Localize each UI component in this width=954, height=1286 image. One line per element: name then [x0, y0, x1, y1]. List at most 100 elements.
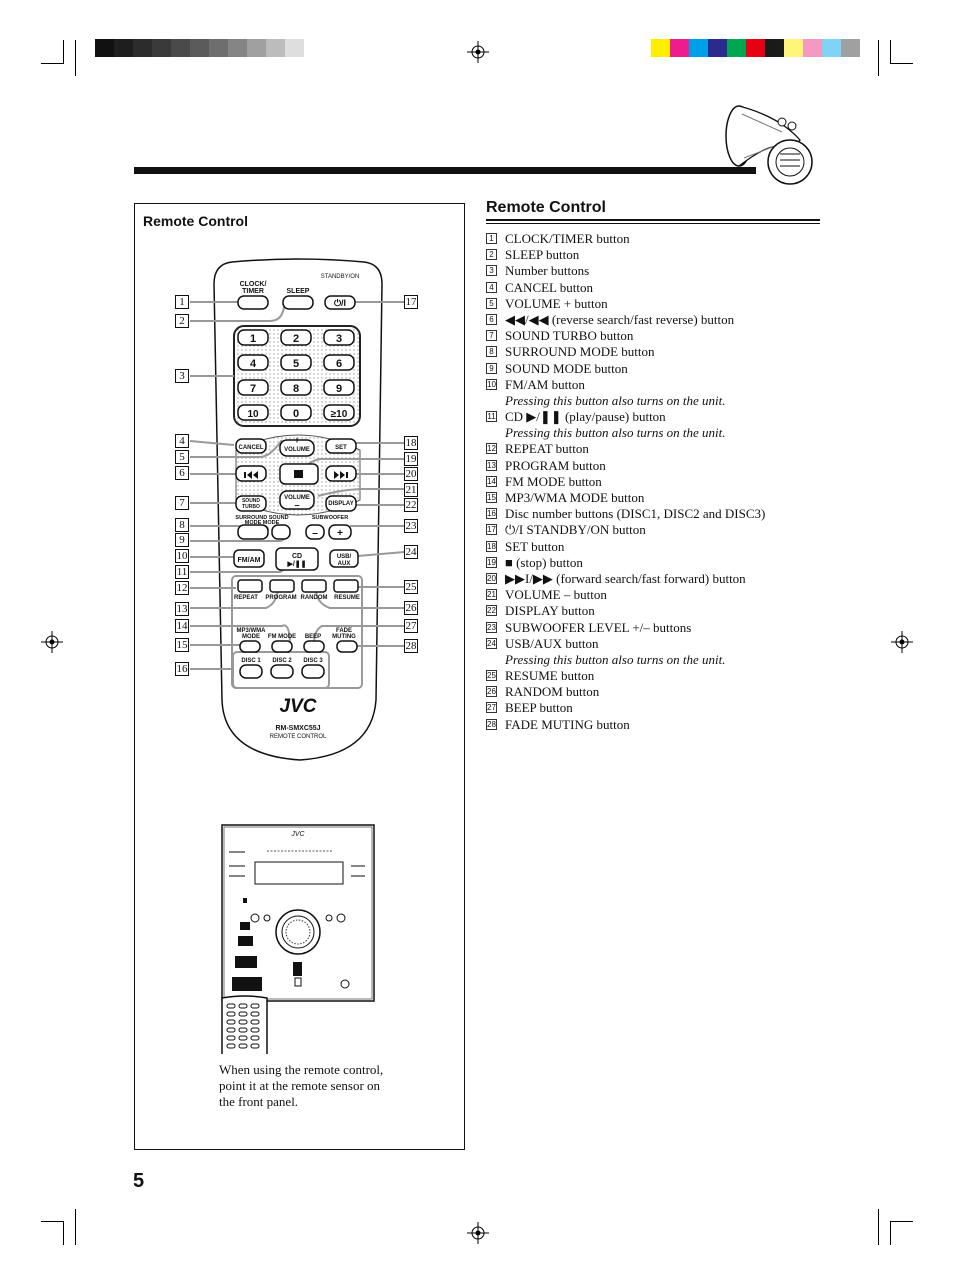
gray-swatch	[209, 39, 228, 57]
callout-number: 17	[404, 295, 418, 309]
section-title: Remote Control	[486, 199, 606, 216]
remote-usage-caption: When using the remote control, point it …	[219, 1062, 384, 1109]
item-text: SLEEP button	[505, 247, 580, 263]
item-text: CD ▶/❚❚ (play/pause) button	[505, 409, 666, 425]
item-number-badge: 10	[486, 378, 497, 390]
svg-text:–: –	[294, 500, 299, 510]
item-note: Pressing this button also turns on the u…	[505, 425, 726, 441]
svg-text:MODE: MODE	[242, 634, 260, 640]
crop-mark	[878, 1209, 879, 1245]
gray-swatch	[152, 39, 171, 57]
color-swatch	[841, 39, 860, 57]
header-rule	[134, 167, 756, 174]
color-swatch	[689, 39, 708, 57]
svg-text:7: 7	[250, 383, 256, 395]
svg-text:AUX: AUX	[338, 561, 351, 567]
gray-swatch	[114, 39, 133, 57]
gray-swatch	[285, 39, 304, 57]
list-item: 11 CD ▶/❚❚ (play/pause) button	[486, 409, 826, 425]
item-text: Number buttons	[505, 263, 590, 279]
item-number-badge: 12	[486, 443, 497, 455]
svg-text:9: 9	[336, 383, 342, 395]
callout-number: 14	[175, 619, 189, 633]
callout-number: 4	[175, 434, 189, 448]
item-number-badge: 16	[486, 508, 497, 520]
crop-mark	[890, 40, 891, 64]
callout-number: 16	[175, 662, 189, 676]
item-number-badge: 2	[486, 249, 497, 261]
color-swatch	[670, 39, 689, 57]
crop-mark	[891, 1221, 913, 1222]
color-calibration-bar	[651, 39, 860, 57]
item-text: SURROUND MODE button	[505, 344, 655, 360]
item-number-badge: 3	[486, 265, 497, 277]
svg-text:REMOTE CONTROL: REMOTE CONTROL	[270, 734, 327, 740]
svg-text:+: +	[337, 528, 343, 539]
svg-text:TURBO: TURBO	[242, 504, 260, 510]
registration-mark-icon	[41, 631, 63, 653]
list-item: 10 FM/AM button	[486, 377, 826, 393]
callout-number: 22	[404, 498, 418, 512]
item-text: ■ (stop) button	[505, 554, 583, 570]
svg-text:FM MODE: FM MODE	[268, 634, 296, 640]
item-text: FM MODE button	[505, 473, 602, 489]
gray-swatch	[228, 39, 247, 57]
svg-text:RESUME: RESUME	[334, 595, 360, 601]
callout-number: 11	[175, 565, 189, 579]
svg-text:≥10: ≥10	[331, 409, 348, 420]
callout-number: 19	[404, 452, 418, 466]
svg-text:JVC: JVC	[290, 831, 305, 838]
svg-text:8: 8	[293, 383, 299, 395]
svg-text:JVC: JVC	[280, 696, 317, 717]
item-number-badge: 5	[486, 297, 497, 309]
color-swatch	[784, 39, 803, 57]
svg-text:TIMER: TIMER	[242, 288, 264, 295]
item-text: FM/AM button	[505, 376, 585, 392]
item-text: VOLUME + button	[505, 295, 608, 311]
callout-number: 23	[404, 519, 418, 533]
registration-mark-icon	[467, 41, 489, 63]
item-text: SOUND TURBO button	[505, 328, 634, 344]
crop-mark	[75, 40, 76, 76]
crop-mark	[878, 40, 879, 76]
item-text: VOLUME – button	[505, 587, 607, 603]
color-swatch	[765, 39, 784, 57]
title-rule	[486, 223, 820, 224]
svg-text:+: +	[294, 435, 299, 445]
crop-mark	[41, 1221, 63, 1222]
svg-text:DISC 2: DISC 2	[272, 658, 292, 664]
item-text: USB/AUX button	[505, 635, 599, 651]
item-text: SOUND MODE button	[505, 360, 628, 376]
main-unit-illustration: JVC	[221, 824, 375, 1054]
item-number-badge: 11	[486, 411, 497, 423]
list-item: 20▶▶I/▶▶ (forward search/fast forward) b…	[486, 571, 826, 587]
svg-text:–: –	[312, 528, 318, 539]
crop-mark	[890, 1221, 891, 1245]
page-number: 5	[133, 1170, 145, 1192]
item-text: FADE MUTING button	[505, 716, 630, 732]
item-text: PROGRAM button	[505, 457, 606, 473]
callout-number: 12	[175, 581, 189, 595]
callout-number: 1	[175, 295, 189, 309]
svg-text:0: 0	[293, 408, 299, 420]
list-item: 16 Disc number buttons (DISC1, DISC2 and …	[486, 506, 826, 522]
item-number-badge: 9	[486, 362, 497, 374]
crop-mark	[891, 63, 913, 64]
title-rule	[486, 219, 820, 221]
item-number-badge: 4	[486, 281, 497, 293]
item-text: CANCEL button	[505, 279, 593, 295]
callout-number: 15	[175, 638, 189, 652]
item-note: Pressing this button also turns on the u…	[505, 392, 726, 408]
remote-control-panel	[134, 203, 465, 1150]
item-text: Disc number buttons (DISC1, DISC2 and DI…	[505, 506, 766, 522]
callout-number: 27	[404, 619, 418, 633]
list-item: 9 SOUND MODE button	[486, 361, 826, 377]
svg-text:MODE MODE: MODE MODE	[245, 520, 280, 526]
